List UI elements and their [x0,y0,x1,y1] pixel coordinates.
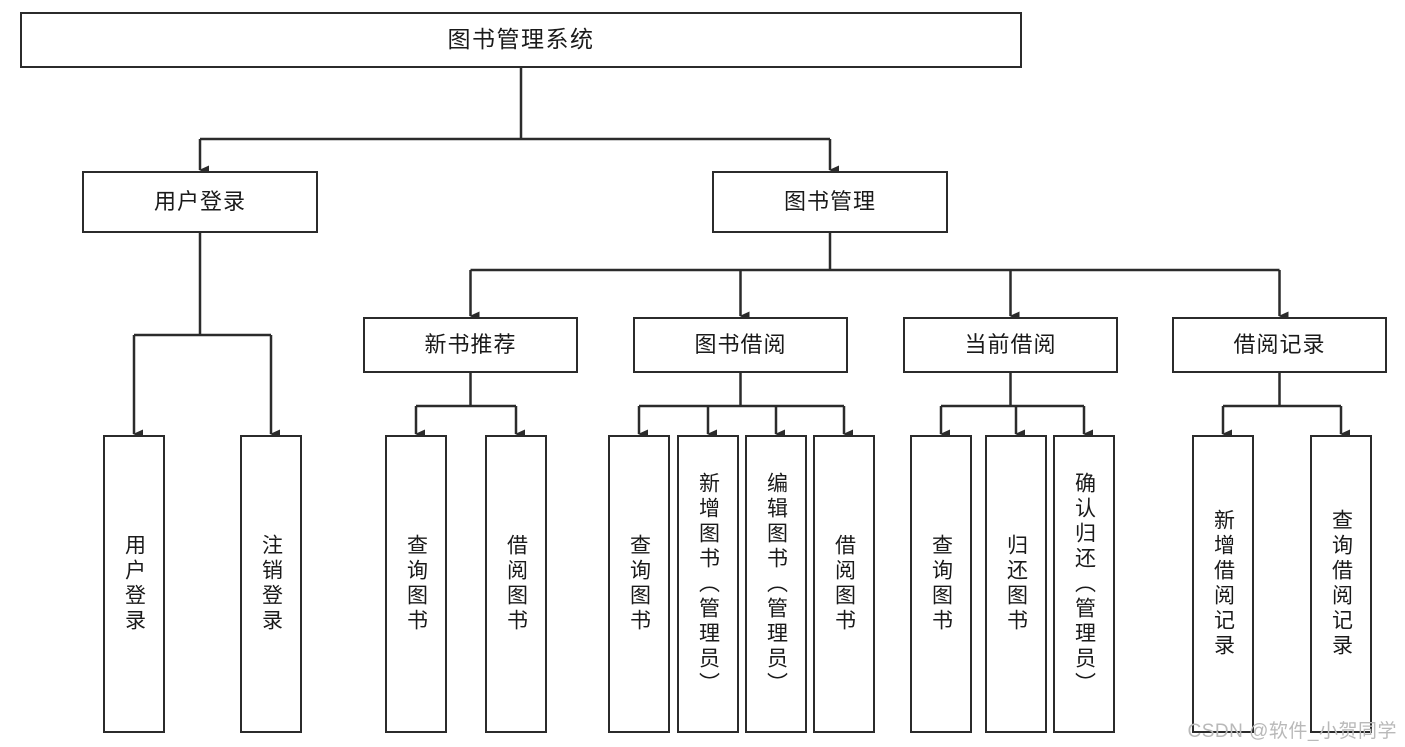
node-book-manage[interactable]: 图书管理 [712,171,948,233]
node-leaf-borrow-book-1[interactable]: 借阅图书 [485,435,547,733]
node-label: 注销登录 [259,534,283,634]
node-label: 新增图书（管理员） [696,471,720,697]
node-label: 借阅图书 [504,534,528,634]
node-current-borrow[interactable]: 当前借阅 [903,317,1118,373]
node-leaf-edit-book[interactable]: 编辑图书（管理员） [745,435,807,733]
node-leaf-user-login[interactable]: 用户登录 [103,435,165,733]
node-label: 借阅图书 [832,534,856,634]
node-label: 图书管理 [783,189,876,215]
node-label: 查询图书 [627,534,651,634]
node-book-borrow[interactable]: 图书借阅 [633,317,848,373]
node-user-login[interactable]: 用户登录 [82,171,318,233]
node-label: 新增借阅记录 [1211,509,1235,659]
node-root-system[interactable]: 图书管理系统 [20,12,1022,68]
node-borrow-record[interactable]: 借阅记录 [1172,317,1387,373]
node-label: 用户登录 [122,534,146,634]
node-leaf-query-book-3[interactable]: 查询图书 [910,435,972,733]
node-label: 借阅记录 [1233,332,1326,358]
node-leaf-logout[interactable]: 注销登录 [240,435,302,733]
node-leaf-add-book[interactable]: 新增图书（管理员） [677,435,739,733]
node-label: 归还图书 [1004,534,1028,634]
node-label: 确认归还（管理员） [1072,471,1096,697]
node-label: 当前借阅 [964,332,1057,358]
node-label: 用户登录 [153,189,246,215]
node-label: 编辑图书（管理员） [764,471,788,697]
node-leaf-return-book[interactable]: 归还图书 [985,435,1047,733]
node-label: 查询借阅记录 [1329,509,1353,659]
connector-lines [132,68,1350,439]
node-label: 查询图书 [929,534,953,634]
node-leaf-add-record[interactable]: 新增借阅记录 [1192,435,1254,733]
node-leaf-query-book-2[interactable]: 查询图书 [608,435,670,733]
node-label: 图书借阅 [694,332,787,358]
node-label: 新书推荐 [424,332,517,358]
node-leaf-query-book-1[interactable]: 查询图书 [385,435,447,733]
node-leaf-query-record[interactable]: 查询借阅记录 [1310,435,1372,733]
node-leaf-borrow-book-2[interactable]: 借阅图书 [813,435,875,733]
node-leaf-confirm-return[interactable]: 确认归还（管理员） [1053,435,1115,733]
node-new-book-recommend[interactable]: 新书推荐 [363,317,578,373]
watermark-text: CSDN @软件_小贺同学 [1187,721,1397,742]
node-label: 查询图书 [404,534,428,634]
node-label: 图书管理系统 [447,26,595,53]
